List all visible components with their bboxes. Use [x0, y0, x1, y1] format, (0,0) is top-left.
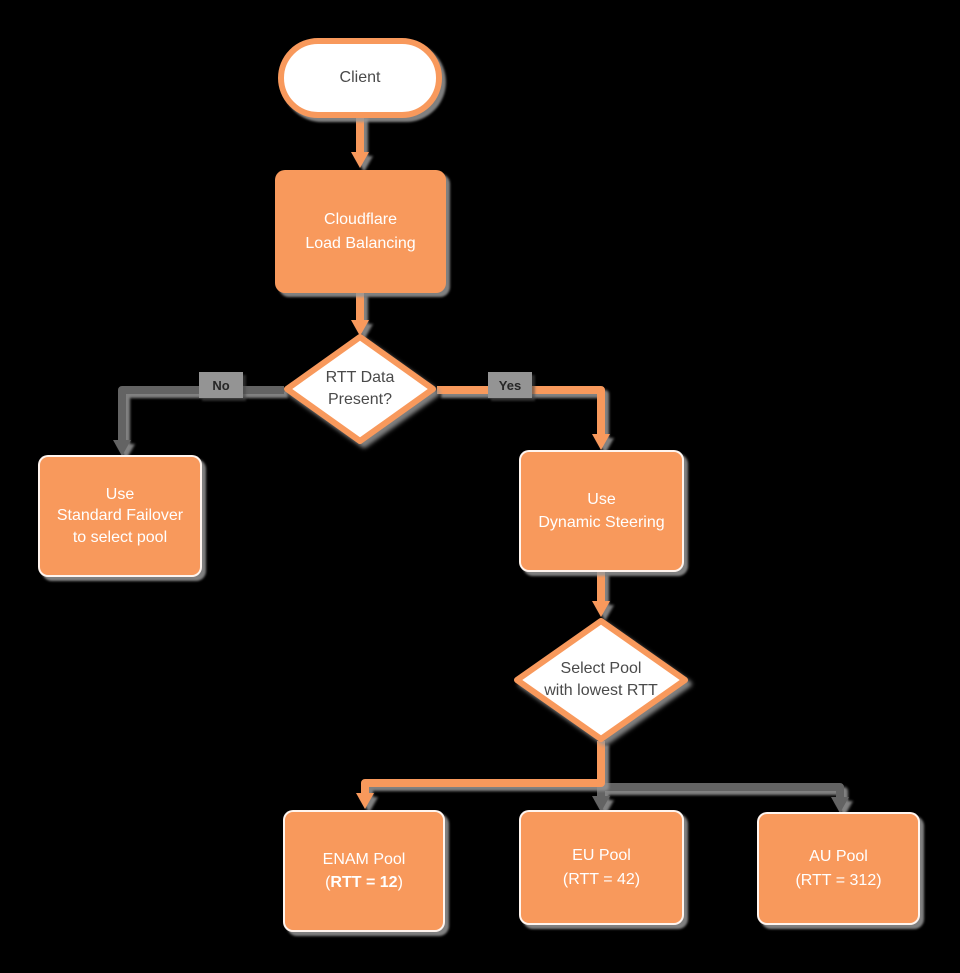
gray-edges: [113, 386, 849, 813]
rtt-decision-label: RTT Data Present?: [325, 368, 395, 408]
au-pool-node: AU Pool (RTT = 312): [757, 812, 920, 925]
select-pool-label: Select Pool with lowest RTT: [544, 659, 658, 699]
arrow-down-icon: [113, 440, 131, 456]
eu-pool-node: EU Pool (RTT = 42): [519, 810, 684, 925]
arrow-down-icon: [592, 796, 610, 812]
au-pool-label: AU Pool (RTT = 312): [795, 848, 882, 889]
edge-to-enam-pool: [361, 741, 605, 795]
paren-close: ): [397, 874, 403, 891]
paren-open: (: [325, 874, 331, 891]
enam-pool-name: ENAM Pool: [322, 850, 406, 868]
diamond-shape: [514, 618, 688, 742]
enam-pool-rtt: (RTT = 12): [325, 871, 403, 894]
diamond-outline: [514, 618, 688, 742]
arrow-down-icon: [831, 797, 849, 813]
enam-pool-node: ENAM Pool (RTT = 12): [283, 810, 445, 932]
eu-pool-label: EU Pool (RTT = 42): [562, 847, 641, 888]
arrow-down-icon: [592, 434, 610, 450]
cloudflare-label: Cloudflare Load Balancing: [305, 211, 416, 252]
edge-label-no: No: [199, 372, 243, 398]
enam-rtt-value: RTT = 12: [330, 874, 398, 891]
diamond-shape: [284, 334, 436, 444]
arrow-down-icon: [592, 601, 610, 617]
standard-failover-label: Use Standard Failover to select pool: [56, 485, 184, 546]
standard-failover-node: Use Standard Failover to select pool: [38, 455, 202, 577]
client-label: Client: [339, 69, 381, 86]
arrow-down-icon: [351, 152, 369, 168]
select-pool-decision: Select Pool with lowest RTT: [513, 617, 689, 743]
diamond-outline: [284, 334, 436, 444]
edge-to-au-pool: [601, 783, 844, 798]
dynamic-steering-label: Use Dynamic Steering: [538, 490, 665, 531]
arrow-down-icon: [351, 320, 369, 336]
rtt-data-present-decision: RTT Data Present?: [283, 333, 437, 445]
client-node: Client: [278, 38, 442, 118]
edge-label-yes: Yes: [488, 372, 532, 398]
cloudflare-load-balancing-node: Cloudflare Load Balancing: [275, 170, 446, 293]
dynamic-steering-node: Use Dynamic Steering: [519, 450, 684, 572]
arrow-down-icon: [356, 793, 374, 809]
